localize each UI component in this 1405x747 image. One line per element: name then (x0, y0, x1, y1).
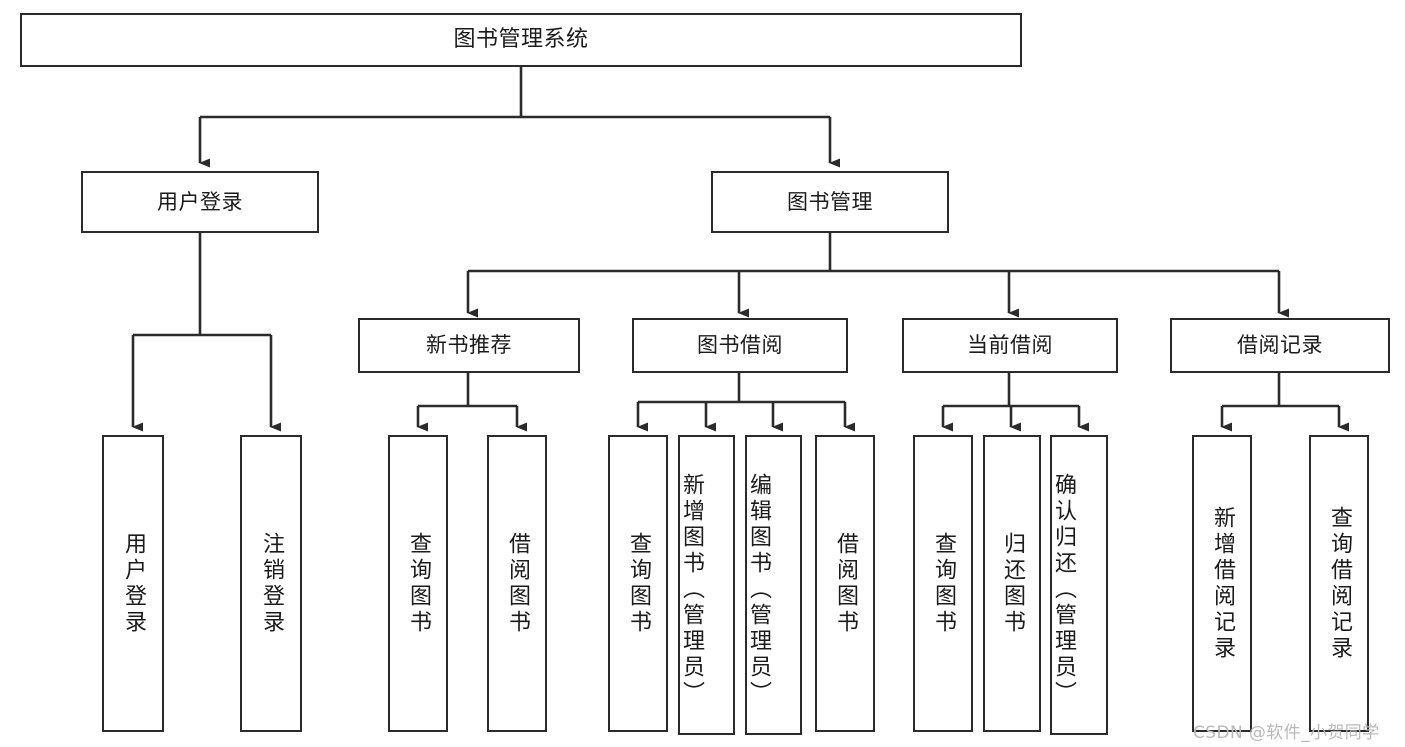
leaf-new-book-query-label: 查询图书 (406, 531, 431, 636)
leaf-current-return-book[interactable]: 归还图书 (983, 435, 1041, 732)
node-new-book-recommend-label: 新书推荐 (426, 333, 512, 358)
leaf-borrow-edit-book[interactable]: 编辑图书（管理员） (745, 435, 802, 735)
node-book-management[interactable]: 图书管理 (711, 171, 949, 233)
leaf-borrow-add-book-label: 新增图书（管理员） (679, 473, 704, 707)
leaf-record-add-label: 新增借阅记录 (1210, 505, 1235, 662)
leaf-new-book-query[interactable]: 查询图书 (388, 435, 448, 732)
node-user-login[interactable]: 用户登录 (81, 171, 319, 233)
leaf-borrow-query-book[interactable]: 查询图书 (608, 435, 668, 732)
leaf-user-login-signout[interactable]: 注销登录 (240, 435, 302, 732)
csdn-watermark: CSDN @软件_小贺同学 (1193, 723, 1380, 743)
leaf-new-book-borrow[interactable]: 借阅图书 (487, 435, 547, 732)
node-current-borrow[interactable]: 当前借阅 (902, 318, 1118, 373)
leaf-borrow-borrow-book-label: 借阅图书 (833, 531, 858, 636)
node-user-login-label: 用户登录 (157, 189, 243, 214)
leaf-borrow-borrow-book[interactable]: 借阅图书 (815, 435, 875, 732)
node-book-borrow-label: 图书借阅 (697, 333, 783, 358)
node-borrow-record[interactable]: 借阅记录 (1170, 318, 1390, 373)
node-current-borrow-label: 当前借阅 (967, 333, 1053, 358)
leaf-borrow-add-book[interactable]: 新增图书（管理员） (678, 435, 735, 735)
leaf-current-query-book[interactable]: 查询图书 (913, 435, 973, 732)
node-root-system-label: 图书管理系统 (453, 27, 589, 53)
node-new-book-recommend[interactable]: 新书推荐 (358, 318, 580, 373)
leaf-record-query-label: 查询借阅记录 (1327, 505, 1352, 662)
node-book-management-label: 图书管理 (787, 189, 873, 214)
leaf-current-confirm-return[interactable]: 确认归还（管理员） (1050, 435, 1108, 735)
leaf-record-query[interactable]: 查询借阅记录 (1309, 435, 1369, 732)
leaf-record-add[interactable]: 新增借阅记录 (1192, 435, 1252, 732)
node-book-borrow[interactable]: 图书借阅 (632, 318, 848, 373)
leaf-current-confirm-return-label: 确认归还（管理员） (1051, 473, 1076, 707)
leaf-new-book-borrow-label: 借阅图书 (505, 531, 530, 636)
leaf-user-login-signin[interactable]: 用户登录 (102, 435, 164, 732)
leaf-user-login-signin-label: 用户登录 (121, 531, 146, 636)
node-root-system[interactable]: 图书管理系统 (20, 13, 1022, 67)
leaf-borrow-query-book-label: 查询图书 (626, 531, 651, 636)
node-borrow-record-label: 借阅记录 (1237, 333, 1323, 358)
leaf-current-return-book-label: 归还图书 (1000, 531, 1025, 636)
leaf-current-query-book-label: 查询图书 (931, 531, 956, 636)
leaf-borrow-edit-book-label: 编辑图书（管理员） (746, 473, 771, 707)
leaf-user-login-signout-label: 注销登录 (259, 531, 284, 636)
